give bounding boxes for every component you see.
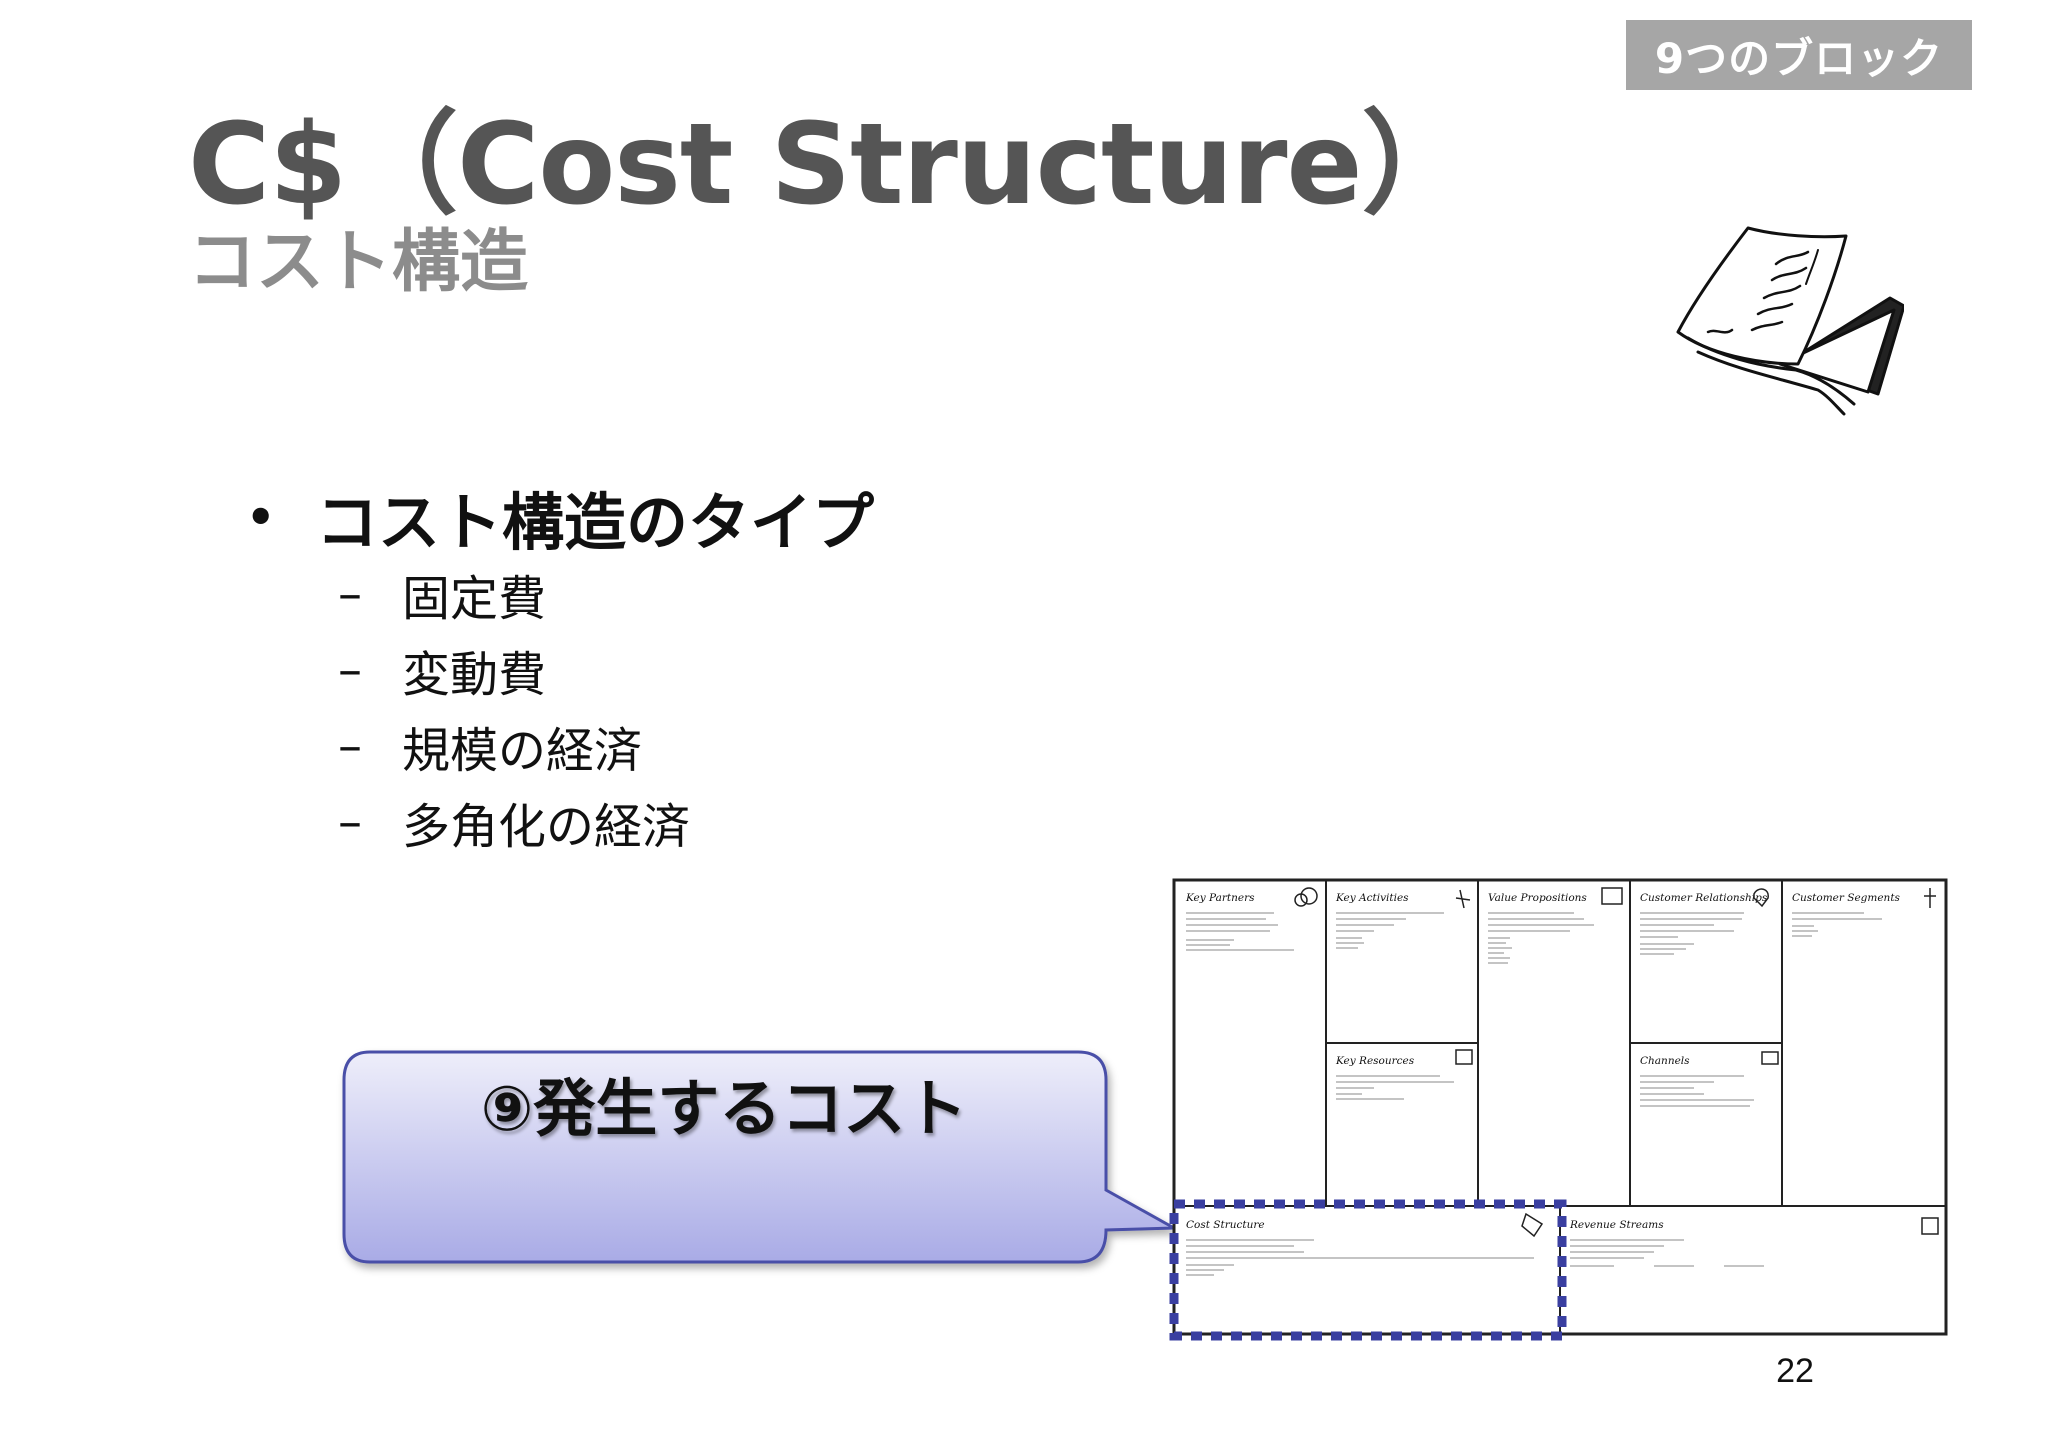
cell-channels: Channels [1640, 1055, 1690, 1067]
sub-item-economies-of-scale: –規模の経済 [338, 718, 643, 779]
sub-item-economies-of-scope: –多角化の経済 [338, 794, 691, 855]
callout-text: ⑨発生するコスト [480, 1072, 968, 1145]
page-title: C$（Cost Structure） [188, 100, 1473, 230]
page-subtitle: コスト構造 [188, 223, 529, 302]
cell-cost-structure: Cost Structure [1186, 1219, 1265, 1231]
bullet-text: コスト構造のタイプ [316, 486, 875, 559]
document-icon [1676, 226, 1904, 416]
cell-customer-relationships: Customer Relationships [1640, 892, 1768, 904]
page-number: 22 [1776, 1352, 1814, 1390]
sub-bullet-list: –固定費 –変動費 –規模の経済 –多角化の経済 [338, 556, 690, 860]
sub-item-variable-cost: –変動費 [338, 642, 547, 703]
cell-customer-segments: Customer Segments [1792, 892, 1901, 904]
callout-bubble [342, 1050, 1180, 1264]
cell-key-partners: Key Partners [1185, 892, 1255, 904]
cell-revenue-streams: Revenue Streams [1569, 1219, 1664, 1231]
bullet-dot: • [246, 490, 276, 544]
cell-key-resources: Key Resources [1335, 1055, 1415, 1067]
bullet-cost-types: • コスト構造のタイプ [246, 472, 874, 562]
cell-key-activities: Key Activities [1335, 892, 1409, 904]
business-model-canvas: Key Partners Key Activities Value Propos… [1169, 878, 1948, 1341]
sub-item-fixed-cost: –固定費 [338, 566, 547, 627]
canvas-svg: Key Partners Key Activities Value Propos… [1169, 878, 1948, 1341]
section-badge: 9つのブロック [1626, 20, 1972, 90]
cell-value-propositions: Value Propositions [1488, 892, 1587, 904]
